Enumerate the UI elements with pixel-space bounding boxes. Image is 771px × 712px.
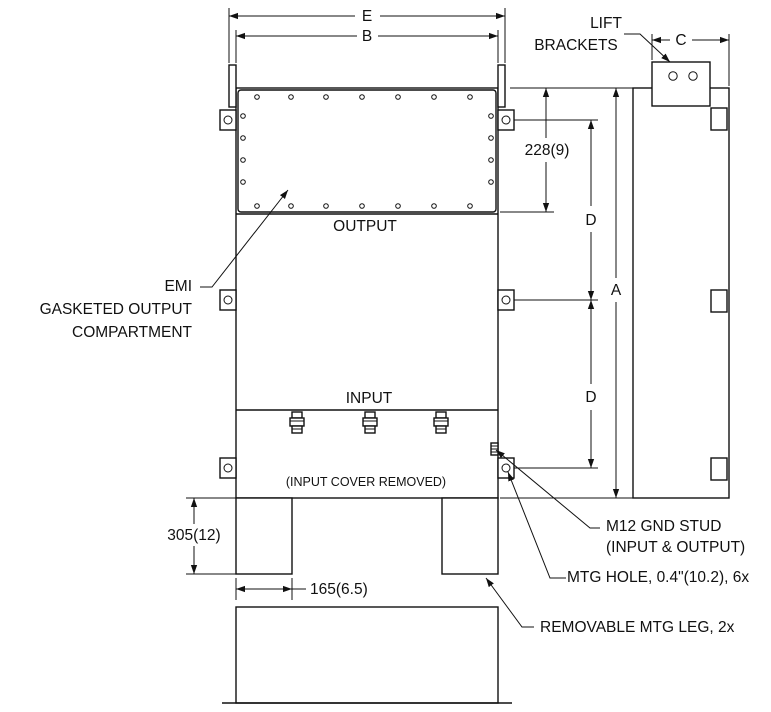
leader-lines xyxy=(200,33,671,628)
dim-c-label: C xyxy=(675,32,686,49)
emi-label-line3: COMPARTMENT xyxy=(72,324,193,341)
dimension-lines xyxy=(186,8,730,600)
input-cover-label: (INPUT COVER REMOVED) xyxy=(286,475,446,489)
dim-leg-width-label: 165(6.5) xyxy=(310,581,368,598)
mtg-leg-label: REMOVABLE MTG LEG, 2x xyxy=(540,619,735,636)
input-terminals xyxy=(289,411,449,434)
gnd-stud-label-line1: M12 GND STUD xyxy=(606,518,721,535)
cabinet-body xyxy=(235,87,499,499)
mounting-leg-right xyxy=(441,497,499,575)
dim-d-upper-label: D xyxy=(585,212,596,229)
dim-a-label: A xyxy=(611,282,622,299)
gnd-stud-label-line2: (INPUT & OUTPUT) xyxy=(606,539,745,556)
gnd-stud xyxy=(490,442,499,456)
output-label: OUTPUT xyxy=(333,218,397,235)
side-lift-bracket xyxy=(651,61,711,107)
panel-screws xyxy=(240,94,494,209)
mounting-leg-left xyxy=(235,497,293,575)
emi-label-line2: GASKETED OUTPUT xyxy=(40,301,193,318)
lift-bracket-right xyxy=(497,64,506,108)
dim-output-height-label: 228(9) xyxy=(525,142,570,159)
mtg-hole-label: MTG HOLE, 0.4"(10.2), 6x xyxy=(567,569,749,586)
lift-brackets-label-line1: LIFT xyxy=(590,15,622,32)
emi-gasketed-panel xyxy=(237,89,497,213)
mounting-tabs xyxy=(219,109,515,479)
removable-leg-view xyxy=(235,606,499,704)
dim-d-lower-label: D xyxy=(585,389,596,406)
side-view xyxy=(632,61,730,499)
input-label: INPUT xyxy=(346,390,393,407)
front-view xyxy=(219,64,515,704)
lift-bracket-left xyxy=(228,64,237,108)
dim-leg-height-label: 305(12) xyxy=(167,527,220,544)
emi-label-line1: EMI xyxy=(164,278,192,295)
dim-e-label: E xyxy=(362,8,372,25)
lift-brackets-label-line2: BRACKETS xyxy=(534,37,618,54)
dim-b-label: B xyxy=(362,28,372,45)
